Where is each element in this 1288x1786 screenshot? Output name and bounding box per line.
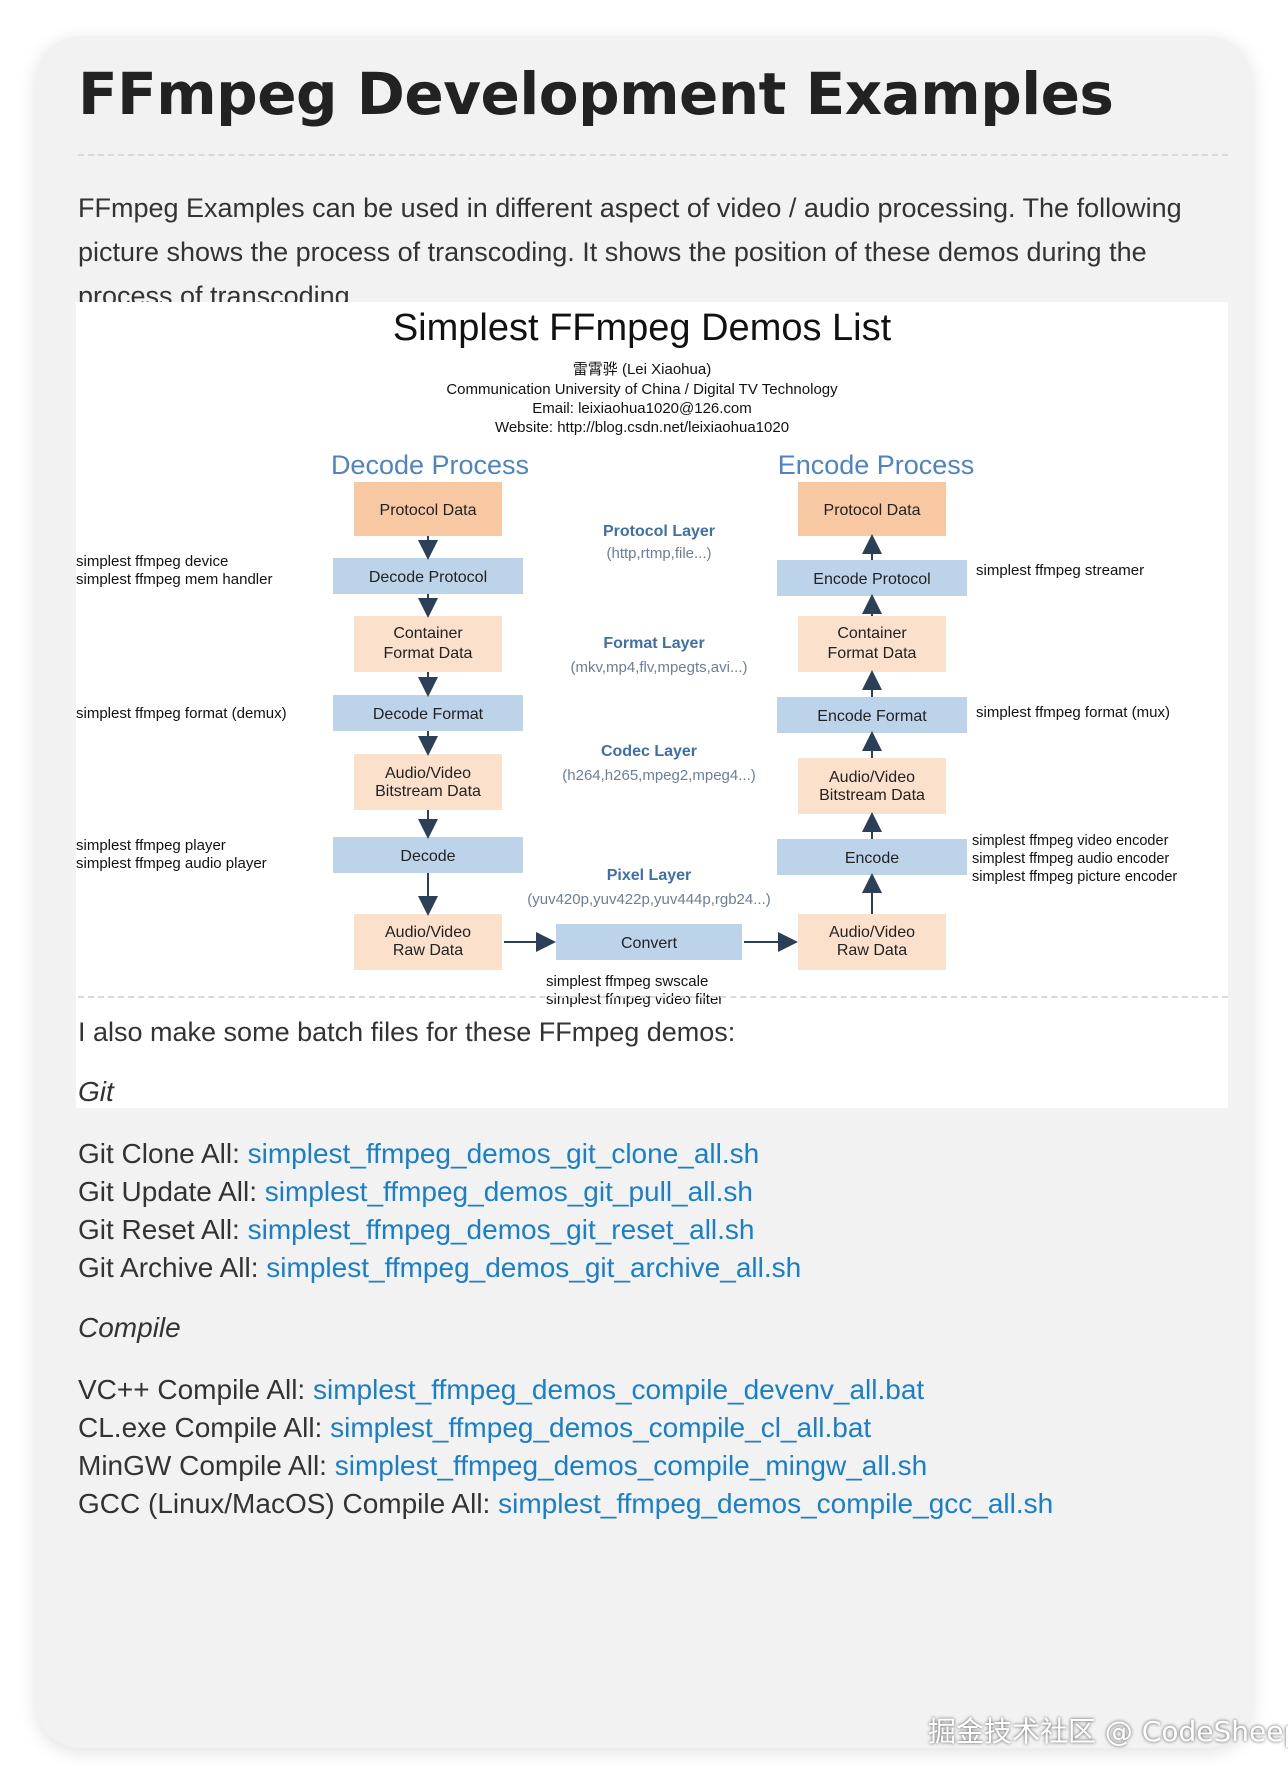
note-swscale: simplest ffmpeg swscale (546, 973, 708, 990)
note-mux: simplest ffmpeg format (mux) (976, 704, 1170, 721)
git-reset-link[interactable]: simplest_ffmpeg_demos_git_reset_all.sh (247, 1214, 755, 1245)
compile-cl-link[interactable]: simplest_ffmpeg_demos_compile_cl_all.bat (330, 1412, 872, 1443)
decode-box (333, 837, 523, 873)
note-player: simplest ffmpeg player (76, 837, 226, 854)
compile-row-label: CL.exe Compile All: (78, 1412, 331, 1443)
compile-mingw-link[interactable]: simplest_ffmpeg_demos_compile_mingw_all.… (334, 1450, 928, 1481)
demos-diagram: Simplest FFmpeg Demos List 雷霄骅 (Lei Xiao… (76, 302, 1228, 1108)
encode-protocol-data-box (798, 482, 946, 536)
diagram-org: Communication University of China / Digi… (446, 381, 838, 398)
note-device: simplest ffmpeg device (76, 553, 228, 570)
format-layer-label: Format Layer (603, 635, 704, 652)
codec-layer-label: Codec Layer (601, 743, 697, 760)
git-row-label: Git Update All: (78, 1176, 265, 1207)
compile-row: VC++ Compile All: simplest_ffmpeg_demos_… (78, 1374, 924, 1406)
decode-container-label-1: Container (393, 625, 463, 642)
encode-raw-box (798, 914, 946, 970)
decode-label: Decode (400, 848, 455, 865)
git-row-label: Git Archive All: (78, 1252, 267, 1283)
compile-row: MinGW Compile All: simplest_ffmpeg_demos… (78, 1450, 927, 1482)
decode-protocol-data-box (354, 482, 502, 536)
watermark: 掘金技术社区 @ CodeSheep (928, 1715, 1288, 1748)
compile-row: CL.exe Compile All: simplest_ffmpeg_demo… (78, 1412, 871, 1444)
decode-protocol-box (333, 558, 523, 594)
protocol-layer-sub: (http,rtmp,file...) (606, 545, 711, 562)
git-archive-link[interactable]: simplest_ffmpeg_demos_git_archive_all.sh (266, 1252, 802, 1283)
encode-process-heading: Encode Process (778, 450, 975, 480)
note-video-filter: simplest ffmpeg video filter (546, 991, 723, 1008)
compile-row-label: MinGW Compile All: (78, 1450, 335, 1481)
git-row-label: Git Clone All: (78, 1138, 248, 1169)
decode-process-heading: Decode Process (331, 450, 529, 480)
compile-gcc-link[interactable]: simplest_ffmpeg_demos_compile_gcc_all.sh (498, 1488, 1054, 1519)
diagram-author: 雷霄骅 (Lei Xiaohua) (573, 361, 711, 378)
pixel-layer-sub: (yuv420p,yuv422p,yuv444p,rgb24...) (527, 891, 771, 908)
encode-protocol-label: Encode Protocol (813, 571, 930, 588)
figure-divider (78, 996, 1228, 998)
encode-container-label-1: Container (837, 625, 907, 642)
decode-raw-label-1: Audio/Video (385, 924, 471, 941)
diagram-website: Website: http://blog.csdn.net/leixiaohua… (495, 419, 789, 436)
diagram-title: Simplest FFmpeg Demos List (393, 307, 892, 349)
note-streamer: simplest ffmpeg streamer (976, 562, 1144, 579)
decode-bitstream-box (354, 754, 502, 810)
decode-container-label-2: Format Data (384, 645, 473, 662)
encode-box (777, 839, 967, 875)
format-layer-sub: (mkv,mp4,flv,mpegts,avi...) (571, 659, 748, 676)
encode-container-label-2: Format Data (828, 645, 917, 662)
intro-paragraph: FFmpeg Examples can be used in different… (78, 193, 1182, 311)
encode-protocol-box (777, 560, 967, 596)
decode-protocol-label: Decode Protocol (369, 569, 487, 586)
encode-bitstream-box (798, 758, 946, 814)
git-heading: Git (78, 1076, 114, 1107)
protocol-layer-label: Protocol Layer (603, 523, 715, 540)
encode-bitstream-label-2: Bitstream Data (819, 787, 925, 804)
page-title: FFmpeg Development Examples (78, 60, 1114, 128)
title-divider (78, 154, 1228, 156)
encode-bitstream-label-1: Audio/Video (829, 769, 915, 786)
decode-bitstream-label-2: Bitstream Data (375, 783, 481, 800)
git-row: Git Reset All: simplest_ffmpeg_demos_git… (78, 1214, 755, 1246)
note-mem-handler: simplest ffmpeg mem handler (76, 571, 272, 588)
git-row: Git Archive All: simplest_ffmpeg_demos_g… (78, 1252, 801, 1284)
git-pull-link[interactable]: simplest_ffmpeg_demos_git_pull_all.sh (264, 1176, 753, 1207)
note-demux: simplest ffmpeg format (demux) (76, 705, 287, 722)
decode-raw-label-2: Raw Data (393, 942, 463, 959)
encode-raw-label-2: Raw Data (837, 942, 907, 959)
decode-bitstream-label-1: Audio/Video (385, 765, 471, 782)
article-card: FFmpeg Development Examples FFmpeg Examp… (36, 36, 1252, 1748)
git-row: Git Update All: simplest_ffmpeg_demos_gi… (78, 1176, 753, 1208)
encode-format-box (777, 697, 967, 733)
compile-heading: Compile (78, 1312, 181, 1343)
codec-layer-sub: (h264,h265,mpeg2,mpeg4...) (562, 767, 755, 784)
git-clone-link[interactable]: simplest_ffmpeg_demos_git_clone_all.sh (247, 1138, 760, 1169)
decode-format-label: Decode Format (373, 706, 484, 723)
note-picture-encoder: simplest ffmpeg picture encoder (972, 869, 1177, 885)
encode-container-box (798, 616, 946, 672)
compile-devenv-link[interactable]: simplest_ffmpeg_demos_compile_devenv_all… (313, 1374, 925, 1405)
compile-row-label: VC++ Compile All: (78, 1374, 313, 1405)
diagram-email: Email: leixiaohua1020@126.com (532, 400, 752, 417)
encode-raw-label-1: Audio/Video (829, 924, 915, 941)
convert-label: Convert (621, 935, 678, 952)
pixel-layer-label: Pixel Layer (607, 867, 692, 884)
compile-row: GCC (Linux/MacOS) Compile All: simplest_… (78, 1488, 1053, 1520)
decode-protocol-data-label: Protocol Data (380, 502, 477, 519)
decode-format-box (333, 695, 523, 731)
encode-label: Encode (845, 850, 899, 867)
note-audio-player: simplest ffmpeg audio player (76, 855, 267, 872)
compile-row-label: GCC (Linux/MacOS) Compile All: (78, 1488, 499, 1519)
encode-protocol-data-label: Protocol Data (824, 502, 921, 519)
git-row: Git Clone All: simplest_ffmpeg_demos_git… (78, 1138, 759, 1170)
batch-intro: I also make some batch files for these F… (78, 1017, 736, 1047)
encode-format-label: Encode Format (817, 708, 927, 725)
decode-raw-box (354, 914, 502, 970)
convert-box (556, 924, 742, 960)
note-audio-encoder: simplest ffmpeg audio encoder (972, 851, 1169, 867)
note-video-encoder: simplest ffmpeg video encoder (972, 833, 1169, 849)
decode-container-box (354, 616, 502, 672)
git-row-label: Git Reset All: (78, 1214, 248, 1245)
